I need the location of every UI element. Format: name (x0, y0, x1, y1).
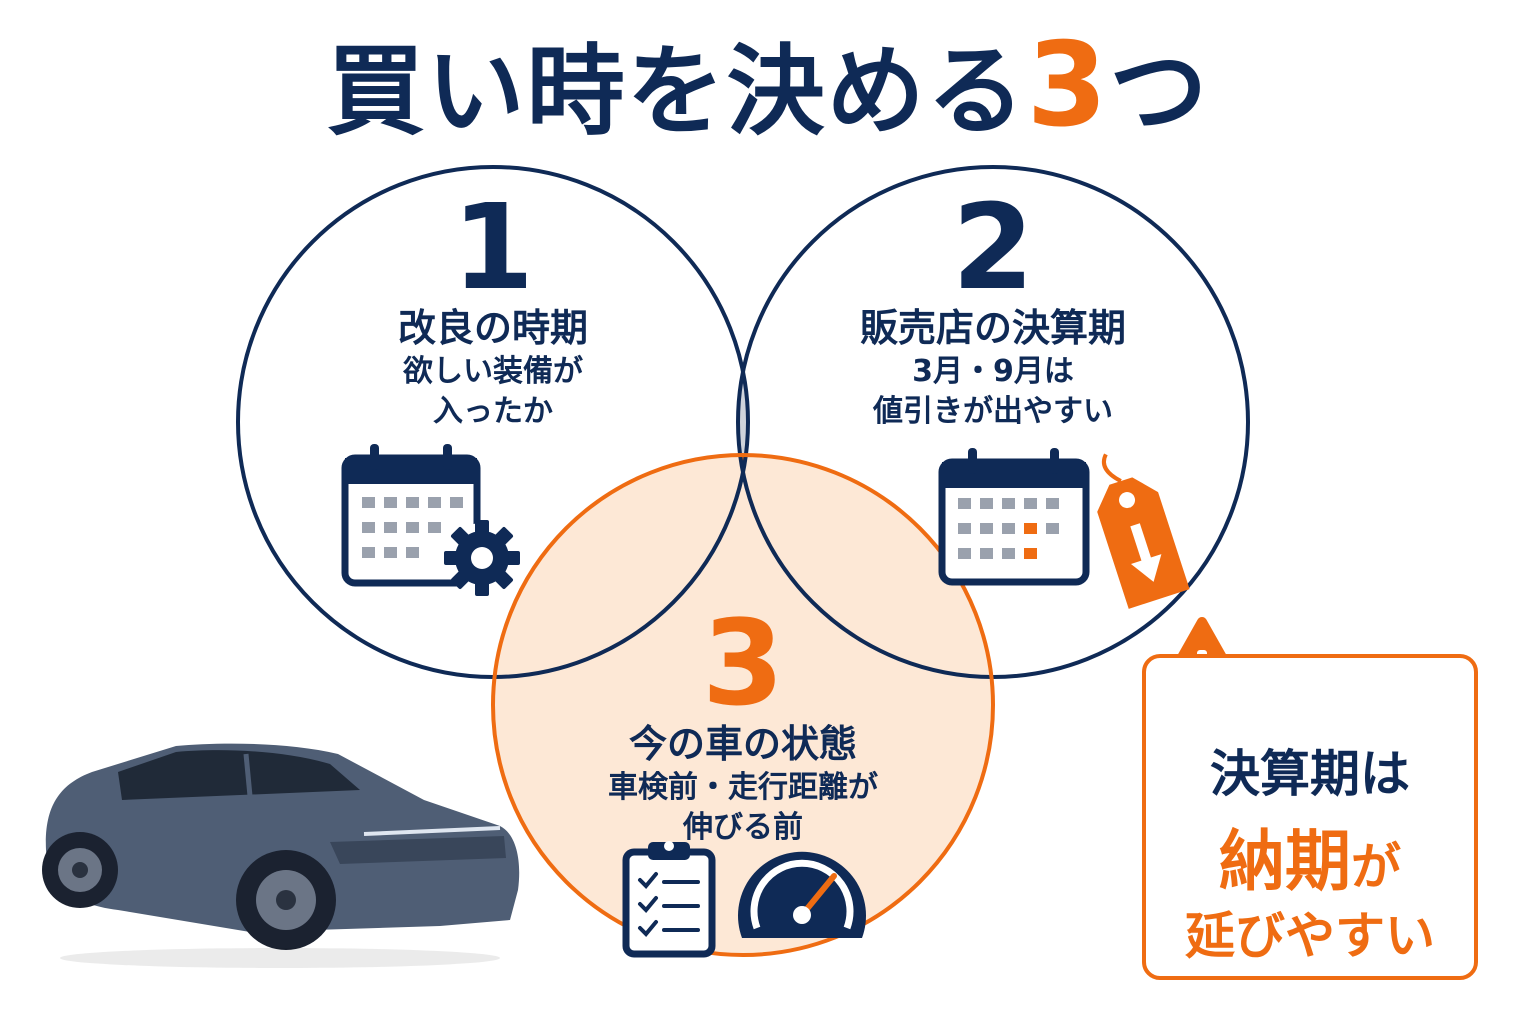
warning-line2: 納期が (1142, 808, 1478, 904)
factor-1-desc-line1: 欲しい装備が (403, 353, 583, 389)
circle-3-fill (493, 455, 993, 955)
factor-1-heading: 改良の時期 (397, 306, 588, 350)
title-main: 買い時を決める (326, 35, 1027, 149)
warning-line3: 延びやすい (1185, 907, 1435, 965)
factor-3-number: 3 (701, 594, 785, 732)
factor-3-desc-line1: 車検前・走行距離が (608, 769, 878, 805)
factor-2-desc-line1: 3月・9月は (912, 353, 1074, 389)
warning-line2-rest: が (1351, 838, 1401, 896)
factor-3-desc-line2: 伸びる前 (683, 810, 803, 846)
factor-2-number: 2 (951, 178, 1035, 316)
factor-1-number: 1 (451, 178, 535, 316)
title-tail: つ (1109, 35, 1210, 149)
calendar-price-tag-icon (938, 448, 1190, 609)
factor-1: 1 改良の時期 欲しい装備が 入ったか (323, 188, 663, 433)
factor-2-desc-line2: 値引きが出やすい (873, 394, 1113, 430)
factor-3: 3 今の車の状態 車検前・走行距離が 伸びる前 (563, 604, 923, 849)
factor-1-desc-line2: 入ったか (433, 394, 553, 430)
checklist-icon (622, 841, 716, 958)
title-accent-number: 3 (1026, 18, 1110, 153)
warning-line1: 決算期は (1210, 745, 1410, 803)
calendar-gear-icon (341, 444, 520, 596)
circle-3 (491, 453, 995, 957)
page-title: 買い時を決める3つ (0, 22, 1536, 150)
warning-emphasis: 納期 (1219, 823, 1351, 900)
factor-3-heading: 今の車の状態 (628, 722, 857, 766)
factor-2: 2 販売店の決算期 3月・9月は 値引きが出やすい (808, 188, 1178, 433)
speedometer-icon (738, 851, 866, 938)
car-illustration (42, 743, 520, 968)
factor-2-heading: 販売店の決算期 (859, 306, 1126, 350)
warning-box (1142, 654, 1478, 980)
